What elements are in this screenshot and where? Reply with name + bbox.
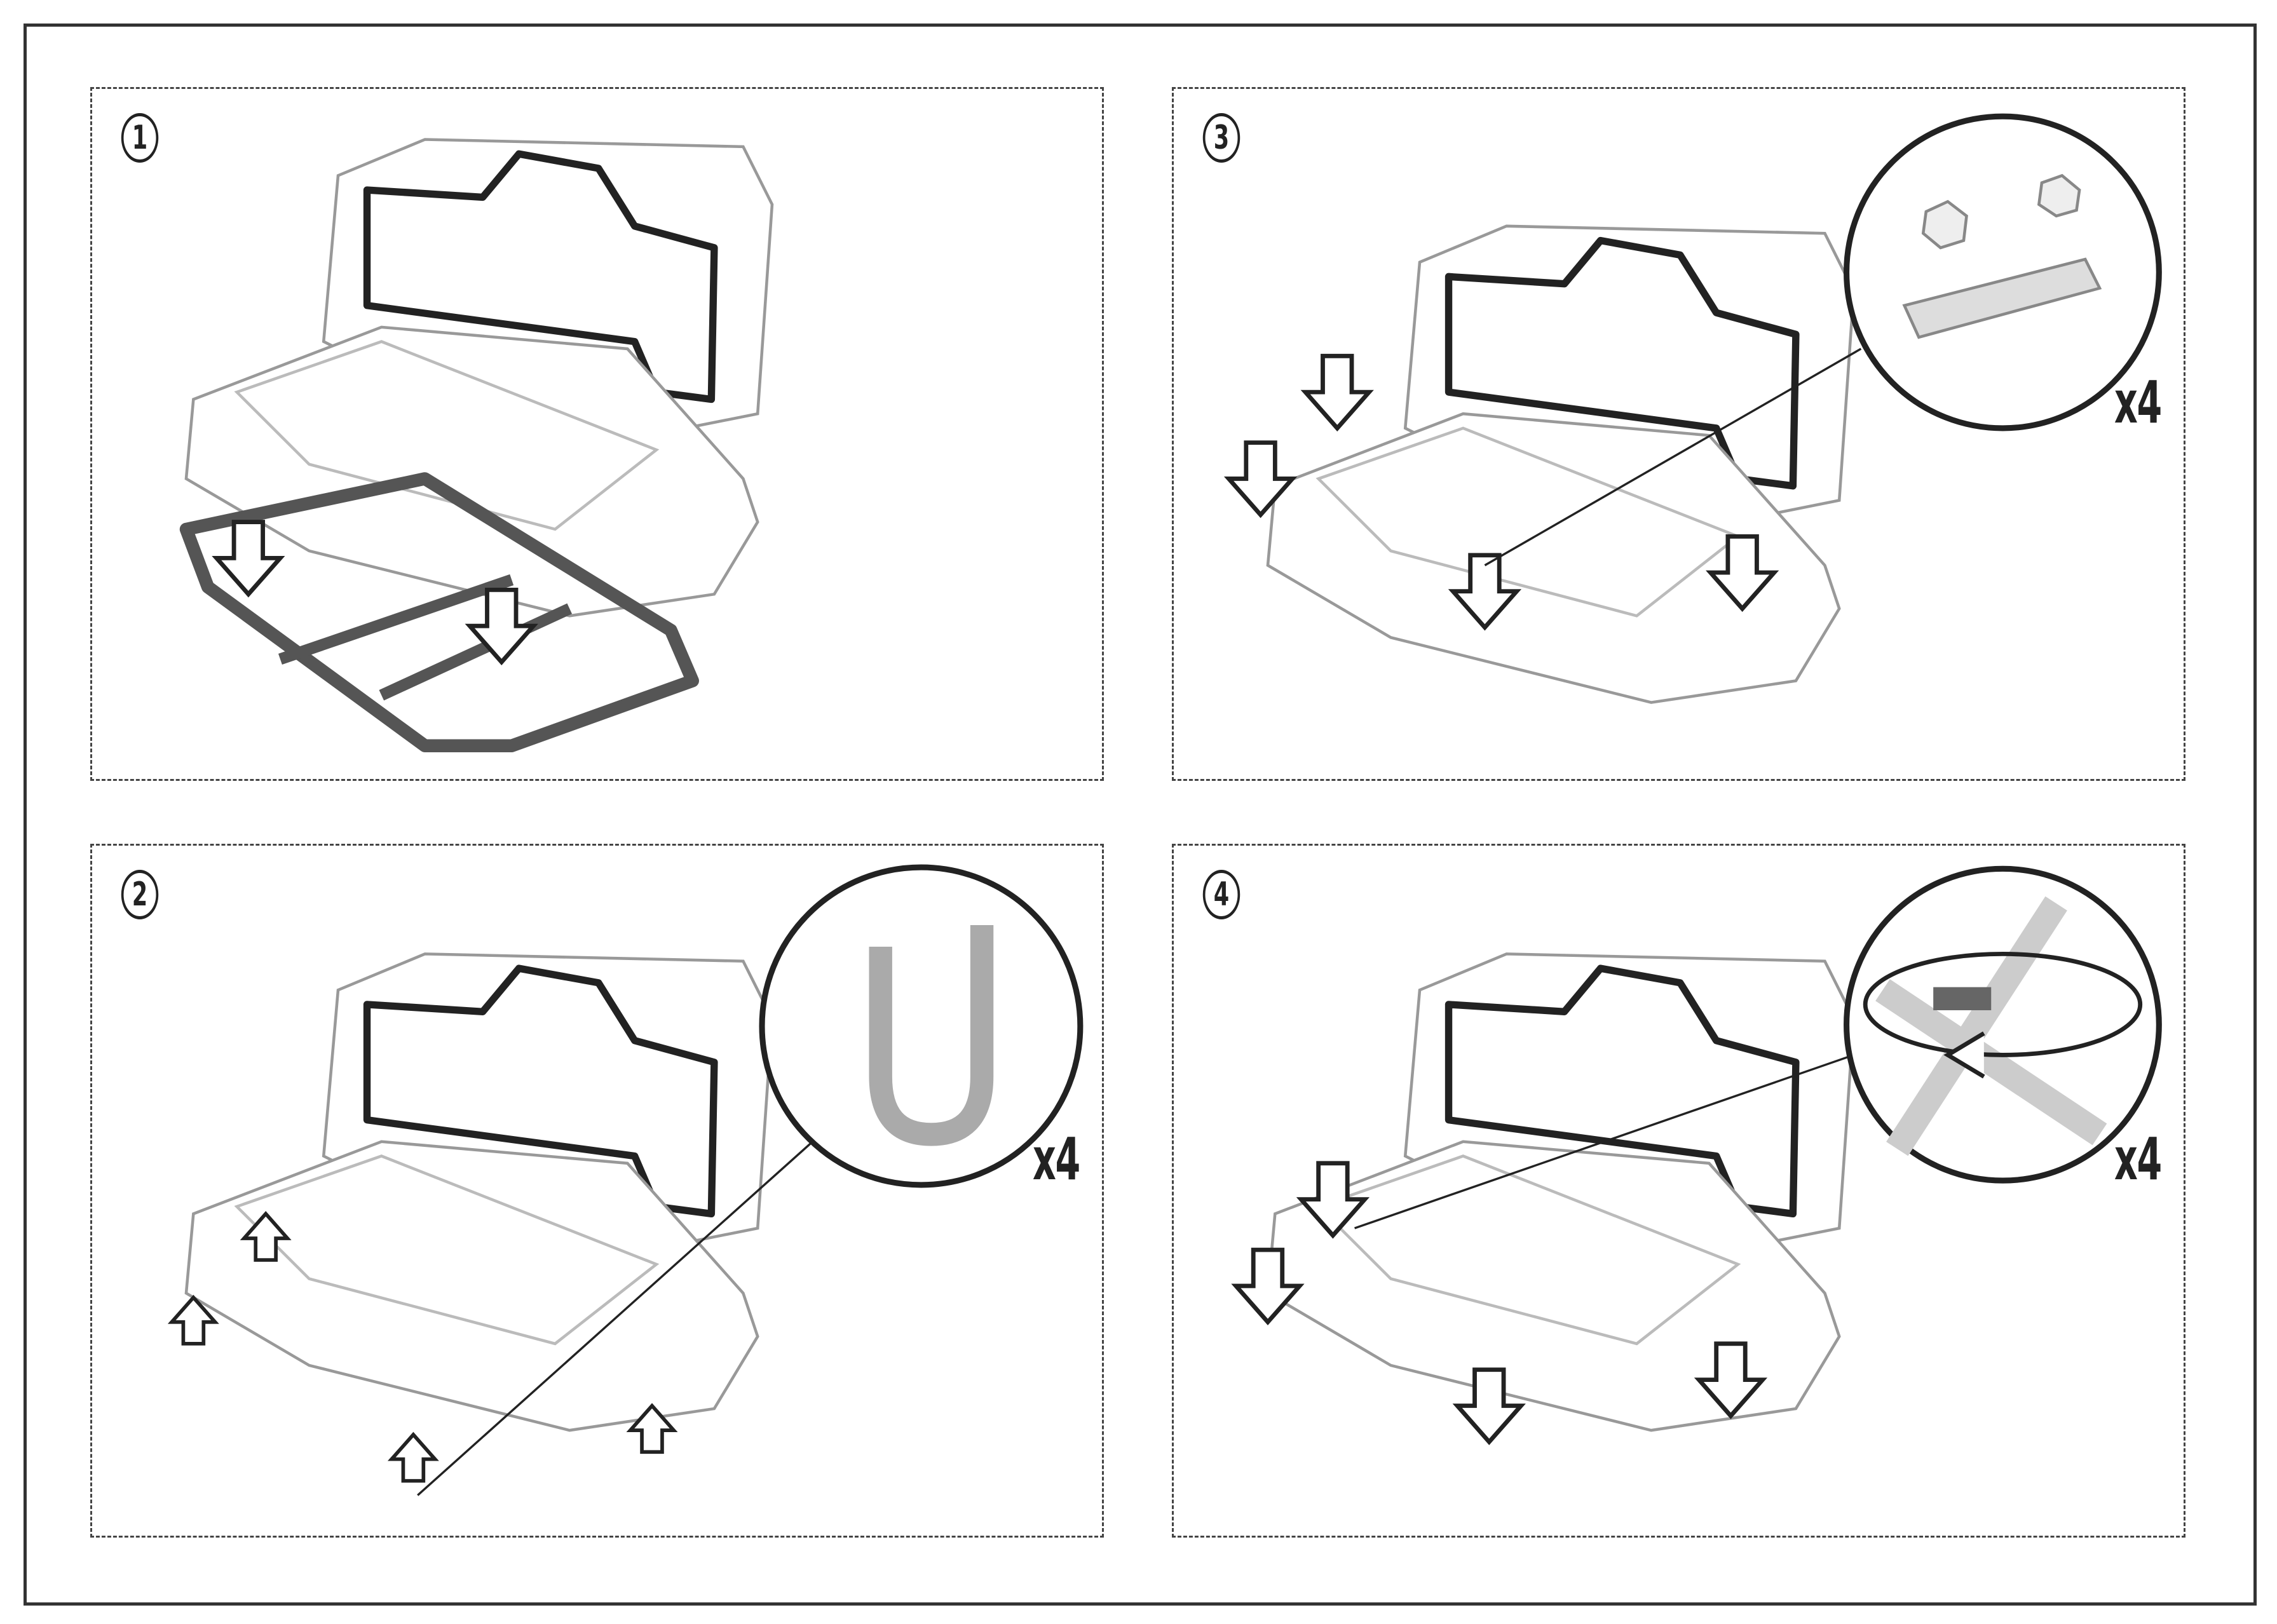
step-2-illustration (92, 864, 1084, 1496)
step-3-panel: 3 x4 (1172, 87, 2185, 781)
page-border (24, 24, 2257, 1606)
step-number: 1 (121, 113, 159, 163)
step-number: 2 (121, 870, 159, 919)
storage-chest (1268, 226, 1854, 703)
callout-line (417, 1140, 813, 1496)
step-1-illustration (179, 89, 1102, 752)
arrow-down-icon (217, 522, 280, 595)
detail-magnifier (1844, 113, 2162, 431)
rack-crossbars (278, 574, 573, 701)
quantity-label: x4 (1033, 1125, 1080, 1193)
step-2-panel: 2 x4 (90, 844, 1104, 1538)
u-bolt-part (869, 924, 994, 1146)
callout-line (1354, 1053, 1854, 1229)
quantity-label: x4 (2114, 1125, 2162, 1193)
storage-chest (1268, 954, 1854, 1430)
plate-part (1933, 987, 1992, 1011)
rotate-arrowhead-icon (1943, 1031, 1985, 1079)
step-4-panel: 4 x4 (1172, 844, 2185, 1538)
storage-chest (186, 140, 772, 616)
rotate-arrow-icon (1863, 951, 2143, 1057)
arrow-down-icon (1305, 356, 1369, 428)
step-3-illustration (1174, 113, 2162, 779)
detail-magnifier (759, 864, 1084, 1188)
quantity-label: x4 (2114, 369, 2162, 436)
rack-detail (1875, 896, 2107, 1156)
step-1-panel: 1 (90, 87, 1104, 781)
step-number: 4 (1202, 870, 1240, 919)
step-4-illustration (1174, 865, 2162, 1536)
cargo-rack (179, 472, 699, 752)
storage-chest (186, 954, 772, 1430)
nut-and-plate-part (1902, 173, 2102, 339)
callout-line (1484, 348, 1862, 567)
step-number: 3 (1202, 113, 1240, 163)
arrow-up-icon (391, 1435, 435, 1481)
